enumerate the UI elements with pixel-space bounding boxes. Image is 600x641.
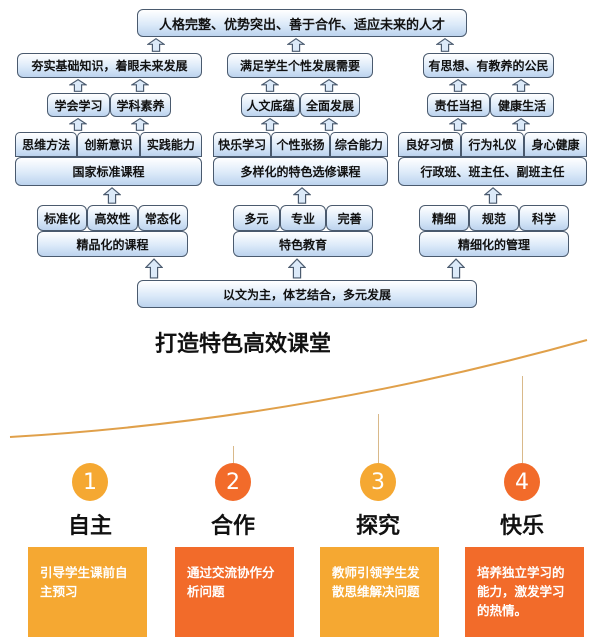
step-description-card: 培养独立学习的能力，激发学习的热情。	[465, 547, 584, 637]
up-arrow-icon	[287, 37, 305, 52]
aim-box: 满足学生个性发展需要	[227, 53, 373, 78]
step-label: 自主	[67, 514, 112, 539]
skill-box: 行为礼仪	[461, 132, 524, 157]
up-arrow-icon	[68, 117, 87, 131]
course-box: 多样化的特色选修课程	[213, 157, 388, 186]
up-arrow-icon	[147, 37, 165, 52]
step-label: 探究	[355, 514, 400, 539]
skill-box: 思维方法	[15, 132, 78, 157]
up-arrow-icon	[512, 117, 530, 131]
foundation-box: 以文为主，体艺结合，多元发展	[137, 280, 477, 308]
step-description-card: 教师引领学生发散思维解决问题	[320, 547, 439, 637]
step-description-card: 通过交流协作分析问题	[175, 547, 294, 637]
up-arrow-icon	[448, 78, 467, 92]
skill-box: 个性张扬	[271, 132, 330, 157]
up-arrow-icon	[436, 37, 454, 52]
up-arrow-icon	[293, 187, 311, 204]
course-box: 国家标准课程	[15, 157, 202, 186]
up-arrow-icon	[130, 78, 149, 92]
up-arrow-icon	[320, 117, 338, 131]
connector-line	[233, 446, 234, 463]
skill-box: 良好习惯	[398, 132, 461, 157]
up-arrow-icon	[260, 117, 279, 131]
trait-box: 科学	[519, 205, 569, 231]
aim-box: 夯实基础知识，着眼未来发展	[17, 53, 202, 78]
mid-box: 全面发展	[300, 93, 360, 117]
trait-box: 专业	[279, 205, 327, 231]
up-arrow-icon	[288, 258, 306, 279]
base-box: 精品化的课程	[37, 231, 188, 257]
trait-box: 标准化	[37, 205, 88, 231]
base-box: 特色教育	[233, 231, 373, 257]
base-box: 精细化的管理	[419, 231, 569, 257]
mid-box: 健康生活	[490, 93, 554, 117]
up-arrow-icon	[484, 187, 502, 204]
up-arrow-icon	[130, 117, 149, 131]
step-label: 合作	[210, 514, 255, 539]
trait-box: 规范	[469, 205, 519, 231]
skill-box: 快乐学习	[213, 132, 272, 157]
step-number-badge: 2	[215, 463, 251, 501]
skill-box: 实践能力	[139, 132, 202, 157]
course-box: 行政班、班主任、副班主任	[398, 157, 587, 186]
up-arrow-icon	[68, 78, 87, 92]
up-arrow-icon	[260, 78, 279, 92]
step-number-badge: 3	[360, 463, 396, 501]
trait-box: 多元	[233, 205, 280, 231]
up-arrow-icon	[448, 117, 467, 131]
mid-box: 学科素养	[110, 93, 171, 117]
step-label: 快乐	[499, 514, 544, 539]
step-number-badge: 4	[504, 463, 540, 501]
trait-box: 完善	[326, 205, 373, 231]
trait-box: 高效性	[87, 205, 138, 231]
mid-box: 人文底蕴	[241, 93, 300, 117]
mid-box: 责任当担	[427, 93, 490, 117]
step-description-card: 引导学生课前自主预习	[28, 547, 147, 637]
connector-line	[378, 414, 379, 463]
connector-line	[522, 376, 523, 463]
trait-box: 常态化	[137, 205, 188, 231]
up-arrow-icon	[512, 78, 530, 92]
up-arrow-icon	[102, 187, 121, 204]
aim-box: 有思想、有教养的公民	[423, 53, 554, 78]
skill-box: 创新意识	[77, 132, 140, 157]
up-arrow-icon	[447, 258, 465, 279]
up-arrow-icon	[320, 78, 338, 92]
up-arrow-icon	[145, 258, 163, 279]
goal-box: 人格完整、优势突出、善于合作、适应未来的人才	[137, 9, 467, 37]
skill-box: 身心健康	[524, 132, 587, 157]
mid-box: 学会学习	[47, 93, 110, 117]
classroom-title: 打造特色高效课堂	[155, 332, 332, 357]
trait-box: 精细	[419, 205, 469, 231]
step-number-badge: 1	[72, 463, 108, 501]
skill-box: 综合能力	[329, 132, 388, 157]
